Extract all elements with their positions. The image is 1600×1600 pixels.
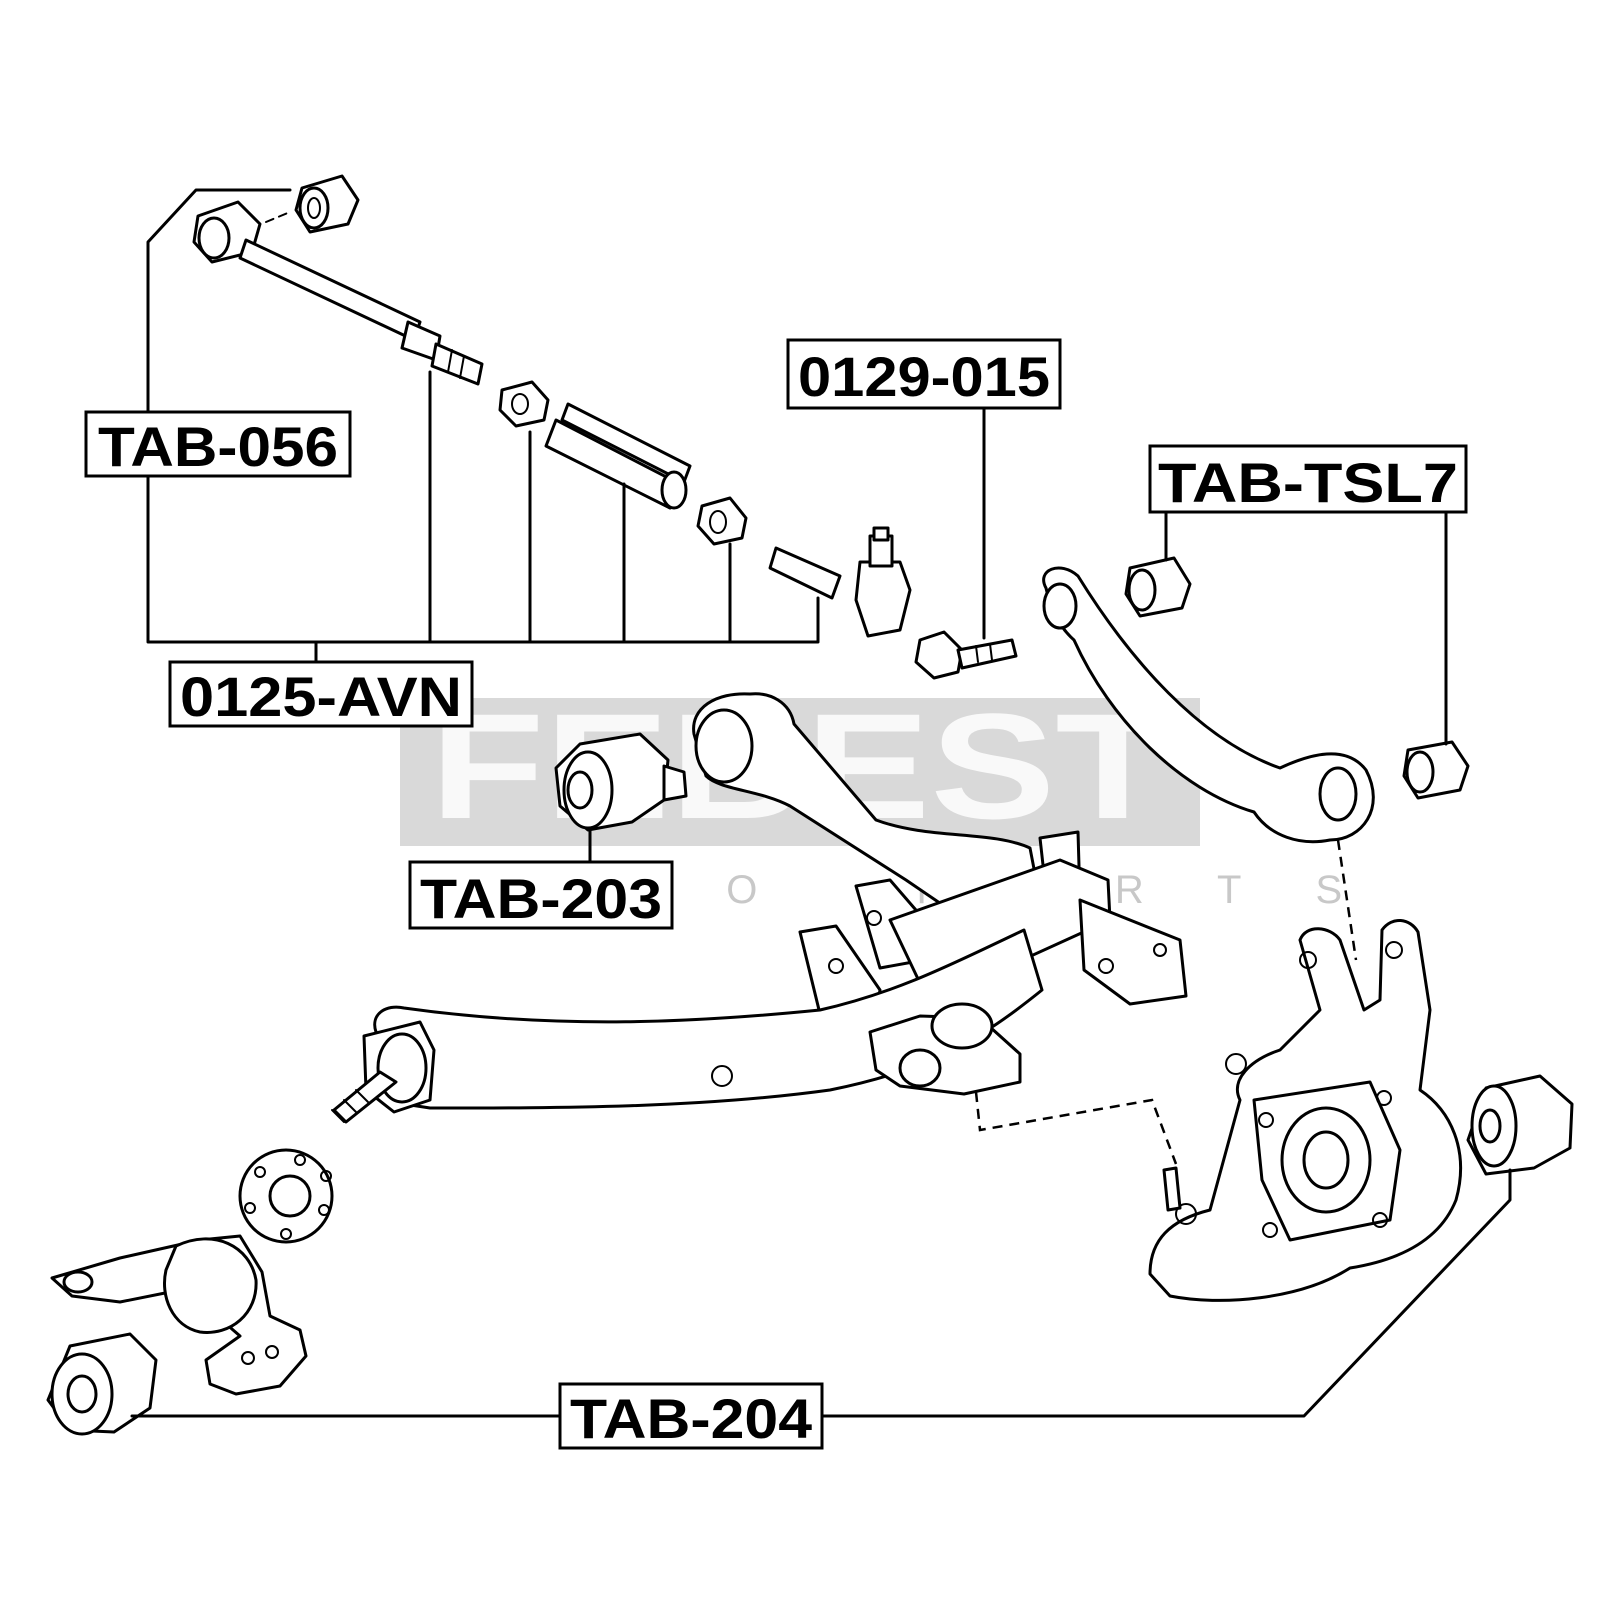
leader-lines (130, 188, 1512, 1418)
tab-203-bushing (554, 732, 688, 832)
upper-arm-bushing (294, 174, 360, 234)
label-0125-avn: 0125-AVN (168, 660, 474, 728)
lower-arm-assembly (238, 692, 1358, 1244)
label-tab-tsl7-text: TAB-TSL7 (1158, 451, 1458, 514)
tab-204-bracket (50, 1234, 308, 1396)
label-tab-056-text: TAB-056 (98, 415, 338, 478)
label-0125-avn-text: 0125-AVN (180, 665, 462, 728)
tab-204-bushing-left (46, 1332, 158, 1436)
label-tab-203-text: TAB-203 (420, 867, 662, 930)
cam-washer (238, 1148, 334, 1244)
label-tab-204: TAB-204 (558, 1382, 824, 1450)
camber-bolt (914, 630, 1018, 680)
label-tab-tsl7: TAB-TSL7 (1148, 444, 1468, 514)
label-0129-015-text: 0129-015 (798, 345, 1050, 408)
label-0129-015: 0129-015 (786, 338, 1062, 410)
tsl7-bushing-top (1124, 556, 1192, 618)
label-tab-204-text: TAB-204 (570, 1387, 812, 1450)
knuckle-assembly (1148, 919, 1462, 1302)
upper-arm-assembly (192, 174, 912, 638)
label-tab-203: TAB-203 (408, 860, 674, 930)
tsl7-bushing-right (1402, 740, 1470, 800)
label-tab-056: TAB-056 (84, 410, 352, 478)
upper-control-arm (1042, 556, 1470, 844)
tab-204-bushing-right (1466, 1074, 1574, 1176)
